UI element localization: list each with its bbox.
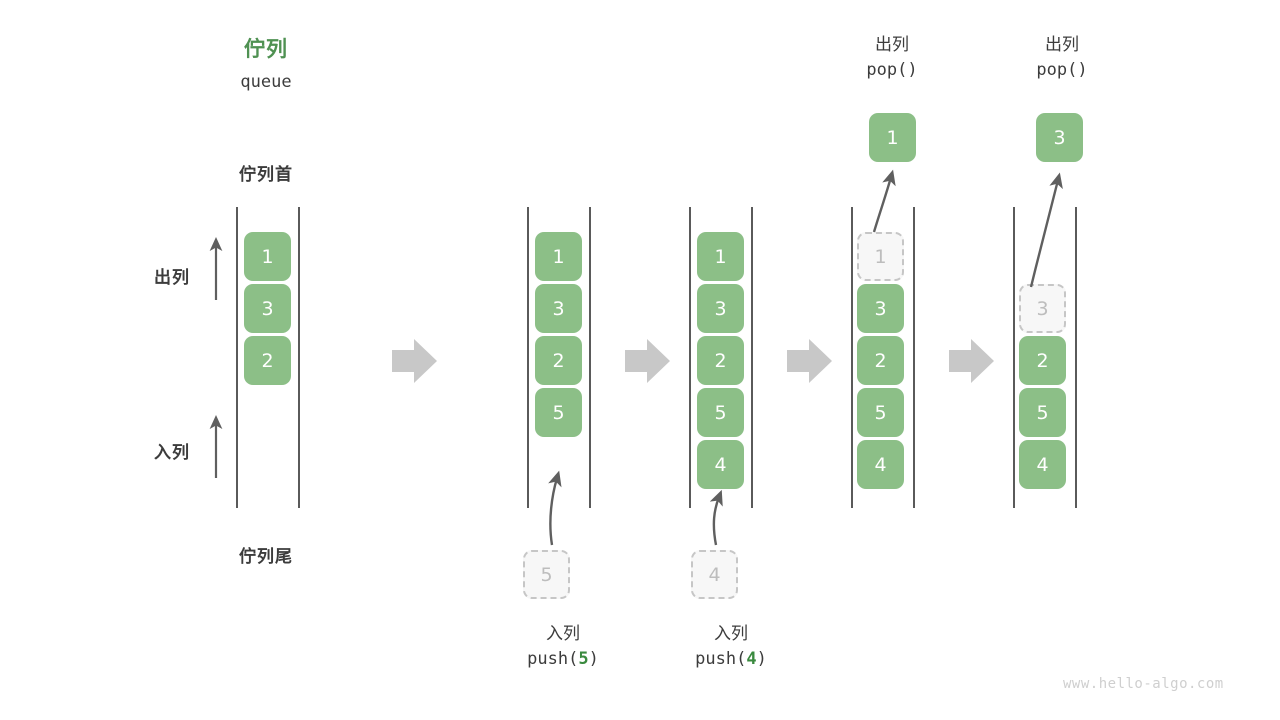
op-label-code: pop(): [866, 59, 918, 80]
queue-cell: 5: [857, 388, 904, 437]
flow-arrow: [392, 339, 437, 383]
queue-rail-left: [689, 207, 691, 508]
op-label-pop-1: 出列 pop(): [802, 33, 982, 82]
diagram-title-en: queue: [240, 72, 292, 92]
queue-rail-right: [913, 207, 915, 508]
queue-head-label: 佇列首: [239, 165, 293, 185]
queue-cell: 2: [697, 336, 744, 385]
popped-element: 1: [869, 113, 916, 162]
op-label-cn: 出列: [875, 35, 909, 55]
queue-cell: 2: [244, 336, 291, 385]
queue-cell: 1: [535, 232, 582, 281]
queue-cell: 2: [1019, 336, 1066, 385]
op-label-cn: 出列: [1045, 35, 1079, 55]
enqueue-direction-label: 入列: [154, 443, 190, 463]
queue-cell: 1: [244, 232, 291, 281]
queue-cell-ghost: 3: [1019, 284, 1066, 333]
queue-rail-left: [851, 207, 853, 508]
queue-tail-label: 佇列尾: [239, 547, 293, 567]
push-arrow-5: [548, 470, 562, 546]
diagram-title-cn: 佇列: [244, 37, 288, 61]
pop-arrow-3: [1029, 172, 1063, 288]
op-label-code: push(5): [527, 648, 599, 669]
queue-rail-right: [1075, 207, 1077, 508]
op-label-push-4: 入列 push(4): [641, 622, 821, 671]
queue-rail-right: [589, 207, 591, 508]
queue-rail-left: [1013, 207, 1015, 508]
queue-cell: 3: [244, 284, 291, 333]
op-label-push-5: 入列 push(5): [473, 622, 653, 671]
queue-cell: 3: [857, 284, 904, 333]
queue-cell: 4: [857, 440, 904, 489]
op-label-cn: 入列: [546, 624, 580, 644]
op-label-code: push(4): [695, 648, 767, 669]
queue-cell: 3: [535, 284, 582, 333]
incoming-element-ghost: 5: [523, 550, 570, 599]
queue-cell: 4: [697, 440, 744, 489]
queue-cell: 1: [697, 232, 744, 281]
queue-cell: 5: [697, 388, 744, 437]
op-label-cn: 入列: [714, 624, 748, 644]
queue-rail-right: [751, 207, 753, 508]
queue-cell: 2: [535, 336, 582, 385]
op-label-code: pop(): [1036, 59, 1088, 80]
flow-arrow: [787, 339, 832, 383]
incoming-element-ghost: 4: [691, 550, 738, 599]
queue-cell: 5: [1019, 388, 1066, 437]
watermark: www.hello-algo.com: [1063, 676, 1224, 692]
dequeue-direction-label: 出列: [154, 268, 190, 288]
op-label-pop-3: 出列 pop(): [972, 33, 1152, 82]
queue-rail-right: [298, 207, 300, 508]
queue-cell-ghost: 1: [857, 232, 904, 281]
flow-arrow: [625, 339, 670, 383]
queue-rail-left: [527, 207, 529, 508]
push-arrow-4: [709, 489, 723, 546]
queue-rail-left: [236, 207, 238, 508]
queue-cell: 4: [1019, 440, 1066, 489]
pop-arrow-1: [872, 169, 896, 233]
queue-cell: 3: [697, 284, 744, 333]
queue-cell: 5: [535, 388, 582, 437]
flow-arrow: [949, 339, 994, 383]
queue-cell: 2: [857, 336, 904, 385]
popped-element: 3: [1036, 113, 1083, 162]
